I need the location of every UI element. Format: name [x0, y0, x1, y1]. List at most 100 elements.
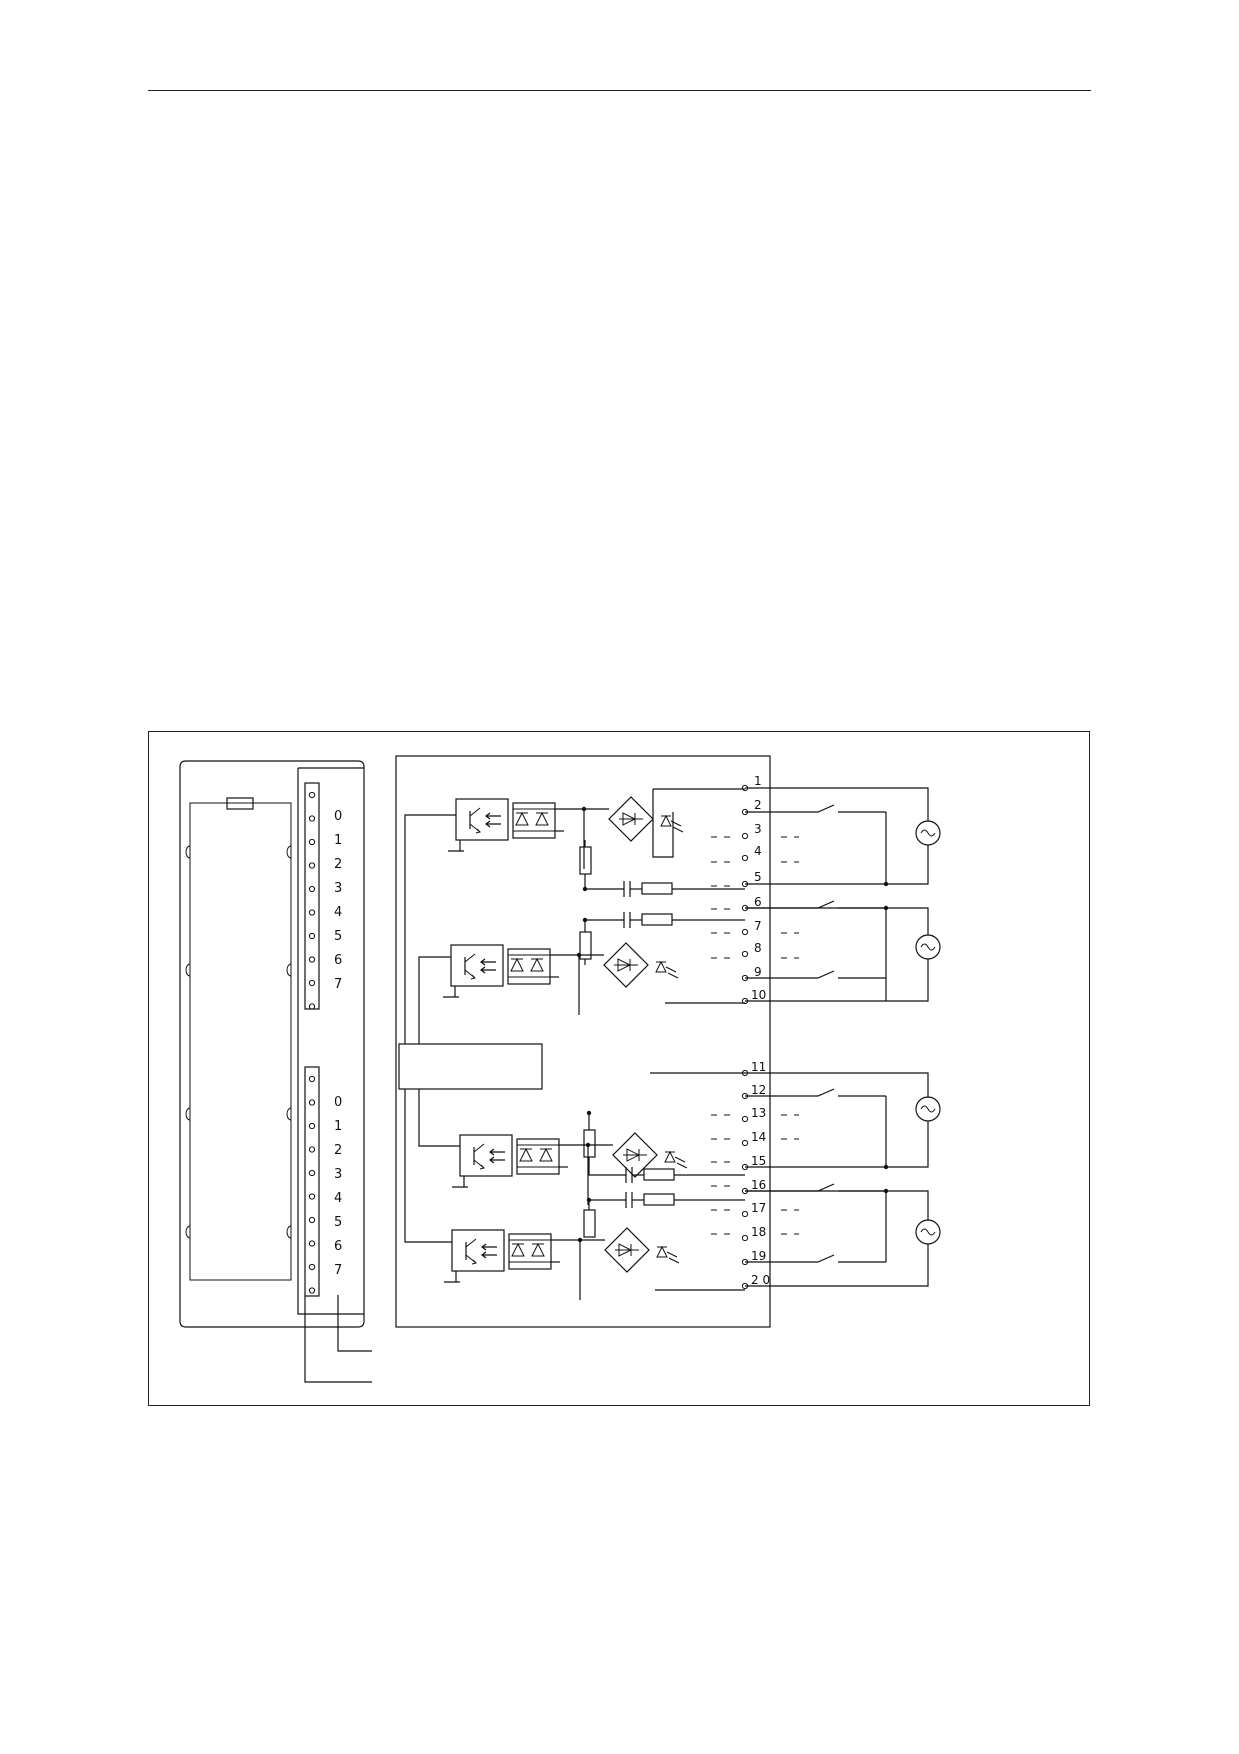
diode-symbol — [664, 1150, 676, 1163]
led-indicator — [308, 979, 316, 987]
switch — [745, 1183, 835, 1192]
terminal-number: 2 0 — [751, 1273, 770, 1287]
protection-box — [508, 1233, 552, 1270]
led-indicator — [308, 932, 316, 940]
led-indicator — [308, 1216, 316, 1224]
led-indicator — [308, 815, 316, 822]
input-channel — [444, 1192, 745, 1300]
backplane-bus-block — [398, 1043, 543, 1090]
capacitor — [625, 1192, 633, 1208]
wire — [745, 1072, 929, 1097]
diode-symbol — [511, 1242, 525, 1257]
terminal-number: 11 — [751, 1060, 766, 1074]
ground-symbol — [444, 1271, 460, 1283]
resistor — [643, 1193, 675, 1206]
led-label: 2 — [334, 857, 342, 872]
input-channels — [443, 788, 745, 1300]
led-indicator — [308, 862, 316, 869]
input-channel — [443, 912, 745, 1015]
rectifier-bridge — [612, 1132, 658, 1178]
terminal-screw — [741, 1139, 749, 1147]
diode-symbol — [655, 960, 667, 973]
diode-symbol — [531, 1242, 545, 1257]
led-indicator — [308, 956, 316, 963]
terminal-numbers: 1 2 3 4 5 6 7 8 9 10 11 12 13 14 15 16 1… — [751, 774, 770, 1287]
resistor — [579, 846, 592, 875]
led-label: 4 — [334, 905, 342, 920]
led-label: 5 — [334, 1215, 342, 1230]
terminal-number: 10 — [751, 988, 766, 1002]
led-indicator — [308, 1263, 316, 1271]
ground-symbol — [443, 986, 459, 998]
led-indicator — [308, 1099, 316, 1106]
rectifier-bridge — [608, 796, 654, 842]
circuit-box — [395, 755, 771, 1328]
led-indicator — [308, 1122, 316, 1130]
terminal-dashes — [711, 836, 799, 1235]
wire — [588, 1113, 626, 1176]
diagram-frame — [148, 731, 1090, 1406]
light-arrow — [489, 1156, 505, 1164]
diode-symbol — [660, 814, 672, 827]
transistor-arrow — [471, 1259, 477, 1265]
terminal-number: 7 — [754, 919, 762, 933]
led-indicator — [308, 909, 316, 916]
led-label: 0 — [334, 809, 342, 824]
transistor-collector — [464, 953, 476, 963]
protection-box — [512, 802, 556, 839]
led-indicator — [308, 1146, 316, 1153]
wire — [745, 1190, 929, 1220]
diode-symbol — [510, 957, 524, 972]
ac-wave — [920, 943, 936, 951]
junction — [582, 917, 588, 923]
light-arrow — [480, 966, 496, 974]
terminal-block — [741, 784, 749, 1290]
led-indicator — [308, 791, 316, 799]
junction — [586, 1110, 592, 1116]
led-label: 7 — [334, 977, 342, 992]
led-strip-top — [304, 782, 320, 1010]
rectifier-bridge — [603, 942, 649, 988]
light-arrow — [489, 1148, 505, 1156]
optocoupler — [455, 798, 509, 841]
resistor — [583, 1209, 596, 1238]
led-label: 6 — [334, 953, 342, 968]
led-indicator — [308, 885, 316, 893]
terminal-number: 12 — [751, 1083, 766, 1097]
transistor-arrow — [479, 1164, 485, 1170]
wire — [550, 954, 580, 987]
switch — [745, 970, 835, 979]
ac-wave — [920, 1105, 936, 1113]
led-indicator — [308, 838, 316, 846]
optocoupler — [459, 1134, 513, 1177]
field-wiring — [745, 787, 941, 1287]
wire — [652, 788, 745, 858]
led-label: 4 — [334, 1191, 342, 1206]
terminal-screw — [741, 950, 749, 958]
terminal-number: 5 — [754, 870, 762, 884]
led-indicator — [308, 1075, 316, 1083]
led-indicator — [308, 1193, 316, 1200]
terminal-number: 2 — [754, 798, 762, 812]
fuse-symbol — [226, 797, 254, 810]
diode-symbol — [530, 957, 544, 972]
led-emission — [666, 1251, 680, 1264]
diode-symbol — [539, 1147, 553, 1162]
transistor-arrow — [475, 828, 481, 834]
resistor — [641, 913, 673, 926]
terminal-number: 15 — [751, 1154, 766, 1168]
terminal-number: 6 — [754, 895, 762, 909]
led-label: 2 — [334, 1143, 342, 1158]
wire — [886, 907, 929, 935]
terminal-screw — [741, 928, 749, 936]
terminal-number: 18 — [751, 1225, 766, 1239]
led-strip-bottom — [304, 1066, 320, 1297]
terminal-screw — [741, 1210, 749, 1218]
terminal-number: 16 — [751, 1178, 766, 1192]
switch — [745, 804, 835, 813]
ac-wave — [920, 1228, 936, 1236]
light-arrow — [481, 1251, 497, 1259]
terminal-screw — [741, 854, 749, 862]
led-emission — [665, 966, 679, 979]
